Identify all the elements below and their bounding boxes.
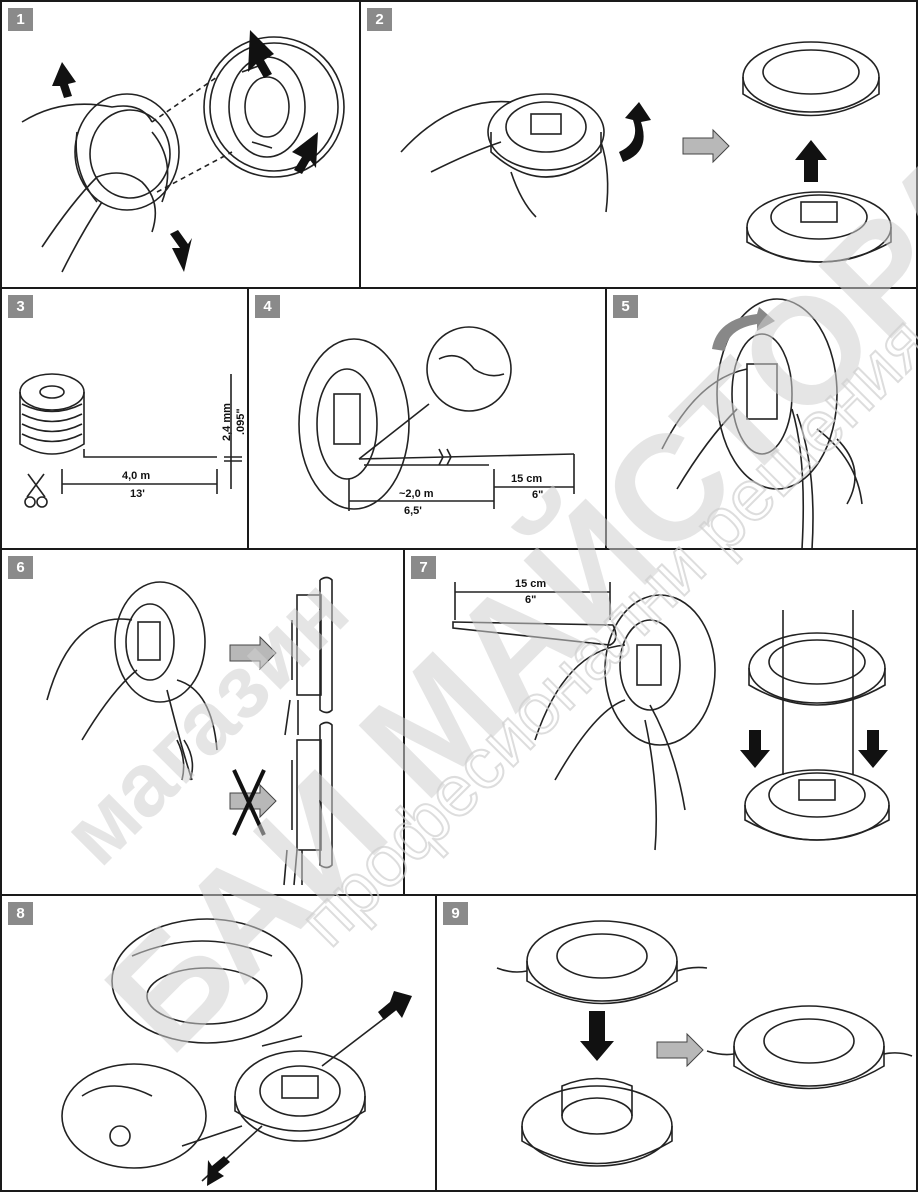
grey-arrow-icon xyxy=(230,637,276,669)
step-8-panel: 8 xyxy=(0,894,437,1192)
step-4-panel: 15 cm 6" ~2,0 m 6,5' 4 xyxy=(247,287,607,550)
arrow-up-icon xyxy=(795,140,827,182)
step-7-panel: 15 cm 6" 7 xyxy=(403,548,918,896)
spool-icon xyxy=(605,595,715,745)
hand-icon xyxy=(535,645,625,780)
step-8-illustration xyxy=(2,896,437,1192)
assembled-spool-icon xyxy=(734,1006,884,1086)
scissors-icon xyxy=(25,474,47,507)
step-1-panel: 1 xyxy=(0,0,361,289)
step-1-illustration xyxy=(2,2,361,289)
line-spool-icon xyxy=(20,374,84,410)
spool-icon xyxy=(527,921,677,1001)
grey-arrow-icon xyxy=(683,130,729,162)
step-9-illustration xyxy=(437,896,918,1192)
arrow-icon xyxy=(378,991,412,1020)
spool-icon xyxy=(299,339,409,509)
arrow-icon-2 xyxy=(207,1156,230,1186)
arrow-down-icon xyxy=(740,730,770,768)
line-length-ft: 6,5' xyxy=(404,505,422,517)
step-6-panel: 6 xyxy=(0,548,405,896)
line-length-m: ~2,0 m xyxy=(399,488,434,500)
hand-icon xyxy=(22,104,152,122)
step-5-number: 5 xyxy=(613,295,638,318)
end-length-in: 6" xyxy=(525,594,536,606)
zoom-circle xyxy=(427,327,511,411)
grey-arrow-icon xyxy=(657,1034,703,1066)
line-diameter-in: .095" xyxy=(235,408,247,435)
line-diameter-mm: 2,4 mm xyxy=(221,403,233,441)
step-2-number: 2 xyxy=(367,8,392,31)
step-9-number: 9 xyxy=(443,902,468,925)
step-6-number: 6 xyxy=(8,556,33,579)
rotate-arrow-icon xyxy=(712,307,775,351)
step-7-number: 7 xyxy=(411,556,436,579)
step-5-panel: 5 xyxy=(605,287,918,550)
step-3-illustration: 4,0 m 13' 2,4 mm .095" xyxy=(2,289,249,550)
end-length-cm: 15 cm xyxy=(511,473,542,485)
arrow-down-icon-2 xyxy=(858,730,888,768)
step-4-number: 4 xyxy=(255,295,280,318)
step-3-number: 3 xyxy=(8,295,33,318)
spool-icon xyxy=(488,94,604,170)
step-3-panel: 4,0 m 13' 2,4 mm .095" 3 xyxy=(0,287,249,550)
rotate-arrow-icon xyxy=(619,102,651,162)
step-4-illustration: 15 cm 6" ~2,0 m 6,5' xyxy=(249,289,607,550)
step-2-illustration xyxy=(361,2,918,289)
step-2-panel: 2 xyxy=(359,0,918,289)
end-length-in: 6" xyxy=(532,489,543,501)
zoom-ellipse-bottom xyxy=(62,1064,206,1168)
spool-icon xyxy=(235,1051,365,1141)
step-5-illustration xyxy=(607,289,918,550)
hand-icon xyxy=(662,369,747,489)
hand-icon xyxy=(47,619,137,740)
line-length-ft: 13' xyxy=(130,488,145,500)
step-8-number: 8 xyxy=(8,902,33,925)
step-9-panel: 9 xyxy=(435,894,918,1192)
step-6-illustration xyxy=(2,550,405,896)
arrow-down-icon xyxy=(580,1011,614,1061)
line-length-m: 4,0 m xyxy=(122,470,150,482)
step-7-illustration: 15 cm 6" xyxy=(405,550,918,896)
end-length-cm: 15 cm xyxy=(515,578,546,590)
step-1-number: 1 xyxy=(8,8,33,31)
